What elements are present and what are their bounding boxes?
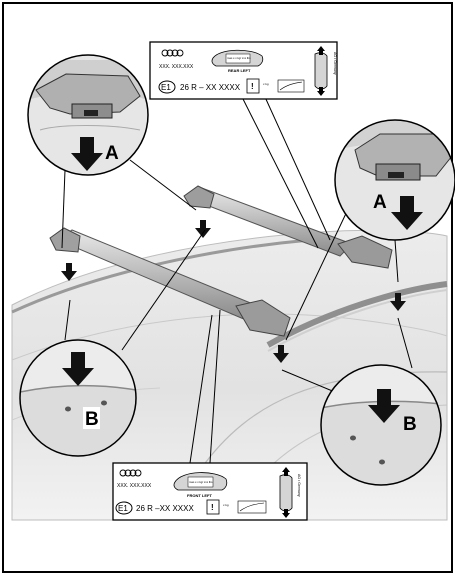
warning-icon: ! — [251, 82, 254, 91]
warning-icon: ! — [211, 503, 214, 512]
rear-part-number: XXX. XXX.XXX — [159, 64, 194, 70]
rear-weight-text: x kg — [263, 82, 269, 86]
detail-callout-top-right: A — [334, 119, 455, 241]
right-roof-rail — [266, 281, 448, 352]
rear-label: XXX. XXX.XXX max.x.x kg/ xxx lbs REAR LE… — [149, 41, 338, 100]
arrow-down-icon — [368, 389, 400, 423]
front-load-text: max.x.x kg/ xxx lbs — [189, 480, 213, 484]
rear-origin-text: AG • Germany — [333, 52, 337, 75]
rear-load-text: max.x.x kg/ xxx lbs — [227, 56, 251, 60]
detail-callout-bottom-right: B — [320, 364, 442, 486]
rear-approval-number: 26 R – XX XXXX — [180, 83, 241, 92]
front-crossbar — [49, 227, 291, 337]
rear-e-mark: E1 — [158, 80, 176, 94]
arrow-up-icon — [317, 46, 325, 55]
arrow-down-icon — [273, 345, 289, 363]
front-position-text: FRONT LEFT — [187, 493, 212, 498]
front-part-number: XXX. XXX.XXX — [117, 483, 152, 489]
arrow-up-icon — [282, 467, 290, 476]
callout-label-b: B — [85, 409, 99, 430]
arrow-down-icon — [195, 220, 211, 238]
arrow-down-icon — [391, 196, 423, 230]
arrow-down-icon — [317, 87, 325, 96]
callout-label-a: A — [105, 143, 119, 164]
svg-text:E1: E1 — [161, 83, 171, 92]
front-weight-text: x kg — [223, 503, 229, 507]
arrow-down-icon — [282, 509, 290, 518]
audi-rings-logo — [161, 49, 184, 57]
rear-position-text: REAR LEFT — [228, 68, 251, 73]
audi-rings-logo — [119, 469, 142, 477]
detail-callout-bottom-left: B — [19, 339, 137, 457]
arrow-down-icon — [61, 263, 77, 281]
front-origin-text: AG • Germany — [297, 474, 301, 497]
car-side-icon — [314, 52, 328, 90]
placement-arrows — [61, 220, 406, 363]
arrow-down-icon — [71, 137, 103, 171]
detail-callout-top-left: A — [27, 54, 149, 176]
car-side-icon — [279, 474, 293, 512]
arrow-down-icon — [390, 293, 406, 311]
callout-label-b: B — [403, 414, 417, 435]
arrow-down-icon — [62, 352, 94, 386]
front-e-mark: E1 — [115, 501, 133, 515]
leader-lines — [61, 96, 413, 464]
rear-crossbar — [183, 185, 393, 269]
callout-label-a: A — [373, 192, 387, 213]
front-label: XXX. XXX.XXX max.x.x kg/ xxx lbs FRONT L… — [112, 462, 308, 521]
front-approval-number: 26 R –XX XXXX — [136, 504, 194, 513]
svg-text:E1: E1 — [118, 504, 128, 513]
